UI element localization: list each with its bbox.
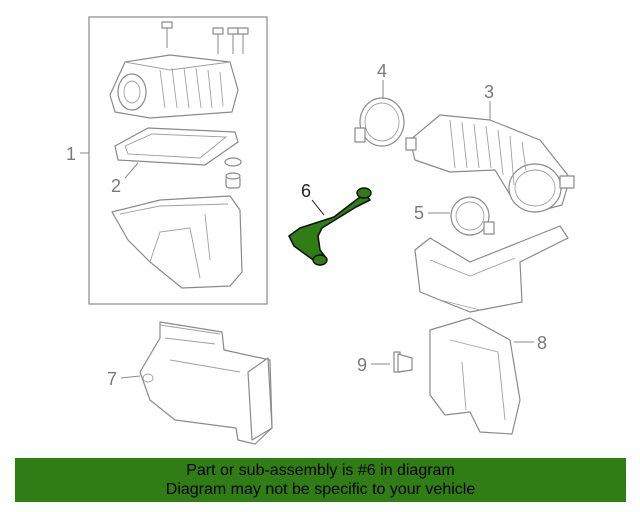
leader-line — [311, 199, 325, 216]
callout-2: 2 — [111, 176, 121, 196]
grommet — [224, 157, 242, 189]
air-cleaner-lower-housing — [111, 195, 243, 289]
part-info-banner: Part or sub-assembly is #6 in diagram Di… — [15, 458, 626, 502]
callout-1: 1 — [66, 144, 76, 164]
hose-clamp-lower — [450, 196, 495, 236]
highlighted-hose — [288, 187, 372, 266]
air-intake-hose — [405, 114, 575, 213]
leader-line — [120, 375, 141, 379]
push-pin-fastener — [393, 351, 413, 373]
callout-3: 3 — [484, 82, 494, 102]
air-cleaner-cover — [109, 54, 239, 119]
leader-line — [124, 162, 139, 179]
hose-clamp-upper — [354, 97, 405, 147]
callout-8: 8 — [537, 333, 547, 353]
callout-6: 6 — [301, 181, 311, 201]
callout-9: 9 — [357, 355, 367, 375]
air-filter-element — [114, 127, 239, 166]
bolt-icon — [212, 27, 224, 54]
banner-line-part: Part or sub-assembly is #6 in diagram — [186, 462, 455, 479]
air-inlet-duct — [139, 321, 273, 445]
banner-line-disclaimer: Diagram may not be specific to your vehi… — [165, 481, 476, 498]
bolt-icon — [237, 27, 249, 54]
callout-4: 4 — [377, 61, 387, 81]
callout-5: 5 — [414, 203, 424, 223]
callout-7: 7 — [107, 369, 117, 389]
bolt-icon — [161, 21, 173, 48]
air-box-bracket — [414, 225, 569, 435]
